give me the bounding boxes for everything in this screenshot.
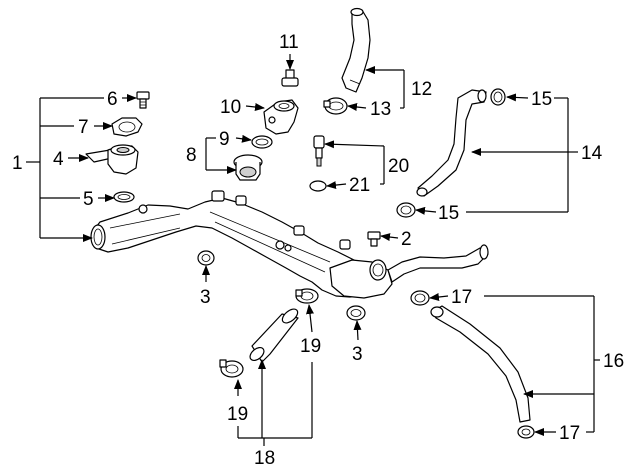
callout-19-right: 19 [300,336,321,357]
gasket-7 [111,117,143,137]
callout-6: 6 [107,89,118,110]
hose-clamp-19-right [295,288,319,304]
callout-7: 7 [78,117,89,138]
heater-hose-16 [430,305,531,423]
callout-20: 20 [388,156,409,177]
coolant-hose-18 [249,308,299,363]
callout-3-right: 3 [352,344,363,365]
callout-2: 2 [401,229,412,250]
callout-17-top: 17 [451,287,472,308]
callout-11: 11 [279,32,299,53]
callout-labels: 1 2 3 3 4 5 6 7 8 9 10 11 12 13 14 15 15… [12,32,624,469]
callout-5: 5 [83,189,94,210]
callout-1: 1 [12,153,23,174]
callout-16: 16 [603,351,624,372]
bypass-hose-14 [416,89,487,197]
callout-12: 12 [411,79,432,100]
hose-clamp-17-bottom [517,425,535,439]
callout-13: 13 [370,99,391,120]
bolt-11 [281,69,299,87]
callout-17-bottom: 17 [559,423,580,444]
callout-14: 14 [581,143,603,164]
thermostat-8 [233,154,263,181]
callout-15-bottom: 15 [438,203,459,224]
water-pipe-assembly [90,190,489,299]
callout-15-top: 15 [531,89,552,110]
callout-8: 8 [186,145,197,166]
leader-lines [26,54,600,446]
hose-clamp-15-bottom [396,202,416,218]
callout-19-left: 19 [227,404,248,425]
callout-21: 21 [349,175,370,196]
callout-9: 9 [219,129,230,150]
o-ring-21 [309,180,327,192]
callout-10: 10 [220,97,241,118]
callout-4: 4 [53,149,64,170]
upper-hose-12 [341,7,371,93]
hose-clamp-17-top [410,290,430,306]
callout-3-left: 3 [200,287,211,308]
bolt-2 [367,231,381,247]
gasket-9 [251,135,273,149]
temp-sensor-20 [313,135,325,167]
o-ring-3-left [197,250,215,266]
hose-clamp-19-left [219,359,244,378]
thermostat-housing-4 [85,144,139,175]
hose-clamp-15-top [490,88,506,106]
thermostat-cover-10 [263,99,299,135]
hose-clamp-13 [323,97,348,115]
o-ring-3-right [346,305,366,321]
callout-18: 18 [254,448,275,469]
bolt-6 [136,91,150,109]
o-ring-5 [113,191,135,203]
